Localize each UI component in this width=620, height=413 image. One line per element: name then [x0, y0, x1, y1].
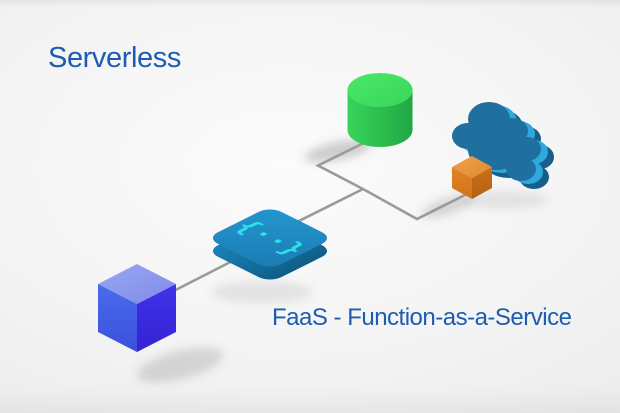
cloud-main-body	[452, 102, 541, 181]
database-cylinder-icon	[347, 73, 413, 147]
serverless-title: Serverless	[48, 42, 181, 74]
connector-function-to-junction	[294, 187, 364, 225]
cloud-node-cube-icon	[452, 156, 492, 199]
faas-caption: FaaS - Function-as-a-Service	[272, 304, 572, 331]
connector-junction-to-cloud	[362, 187, 468, 221]
function-code-icon: {··}	[212, 209, 328, 280]
cloud-icon	[452, 102, 554, 189]
connector-junction-to-database	[315, 135, 377, 191]
floor-shadows	[137, 139, 547, 383]
client-cube-icon	[98, 264, 176, 352]
